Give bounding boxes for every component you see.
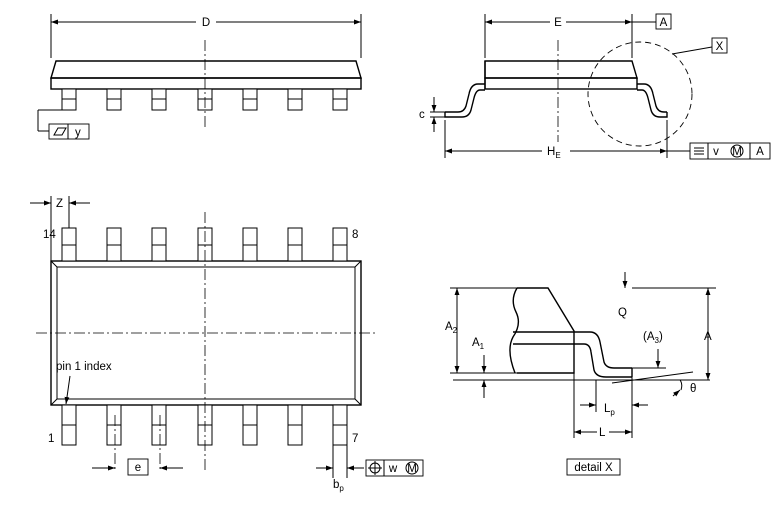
bottom-pin-row xyxy=(61,404,348,446)
position-icon xyxy=(368,461,382,475)
dim-theta-label: θ xyxy=(690,383,696,395)
detail-X-caption: detail X xyxy=(574,462,613,474)
detail-view-X: A A2 A1 Q (A3) θ Lp L detail X xyxy=(445,272,716,476)
parallelism-tolerance-v: v xyxy=(713,146,719,158)
dim-Z-label: Z xyxy=(56,198,63,210)
pin-1-label: 1 xyxy=(48,433,54,445)
parallelism-icon xyxy=(694,147,704,155)
dim-D-label: D xyxy=(202,17,210,29)
dim-A-label: A xyxy=(704,331,712,343)
dim-A2-label: A2 xyxy=(445,321,458,335)
end-view: E A X c HE xyxy=(419,13,771,160)
pin-7-label: 7 xyxy=(352,433,358,445)
max-material-condition-icon xyxy=(405,461,419,475)
side-view-length: D y xyxy=(37,14,362,140)
dim-A1-label: A1 xyxy=(472,337,485,351)
top-pin-row xyxy=(61,227,348,262)
pin-8-label: 8 xyxy=(352,229,358,241)
side-view-leads xyxy=(61,88,348,111)
dim-Lp-label: Lp xyxy=(604,403,615,417)
position-tolerance-w: w xyxy=(388,463,398,475)
detail-X-callout: X xyxy=(716,41,724,53)
parallelism-datum-A: A xyxy=(756,146,764,158)
pin-1-index-label: pin 1 index xyxy=(56,361,112,373)
dim-L-label: L xyxy=(599,427,606,439)
dim-bp-label: bp xyxy=(333,479,344,493)
top-view: Z 14 8 1 7 pin 1 index e bp w M xyxy=(30,196,424,493)
max-material-condition-icon xyxy=(730,144,744,158)
datum-A-label: A xyxy=(660,17,668,29)
flatness-tolerance-y: y xyxy=(75,127,81,139)
position-modifier-M: M xyxy=(407,463,417,475)
dim-c-label: c xyxy=(419,109,425,121)
flatness-icon xyxy=(53,127,67,136)
dim-E-label: E xyxy=(554,17,562,29)
dim-Q-label: Q xyxy=(618,307,627,319)
pin-14-label: 14 xyxy=(43,229,56,241)
dim-e-label: e xyxy=(135,462,141,474)
dim-HE-label: HE xyxy=(547,146,561,160)
parallelism-modifier-M: M xyxy=(732,146,742,158)
dim-A3-label: (A3) xyxy=(643,331,663,345)
